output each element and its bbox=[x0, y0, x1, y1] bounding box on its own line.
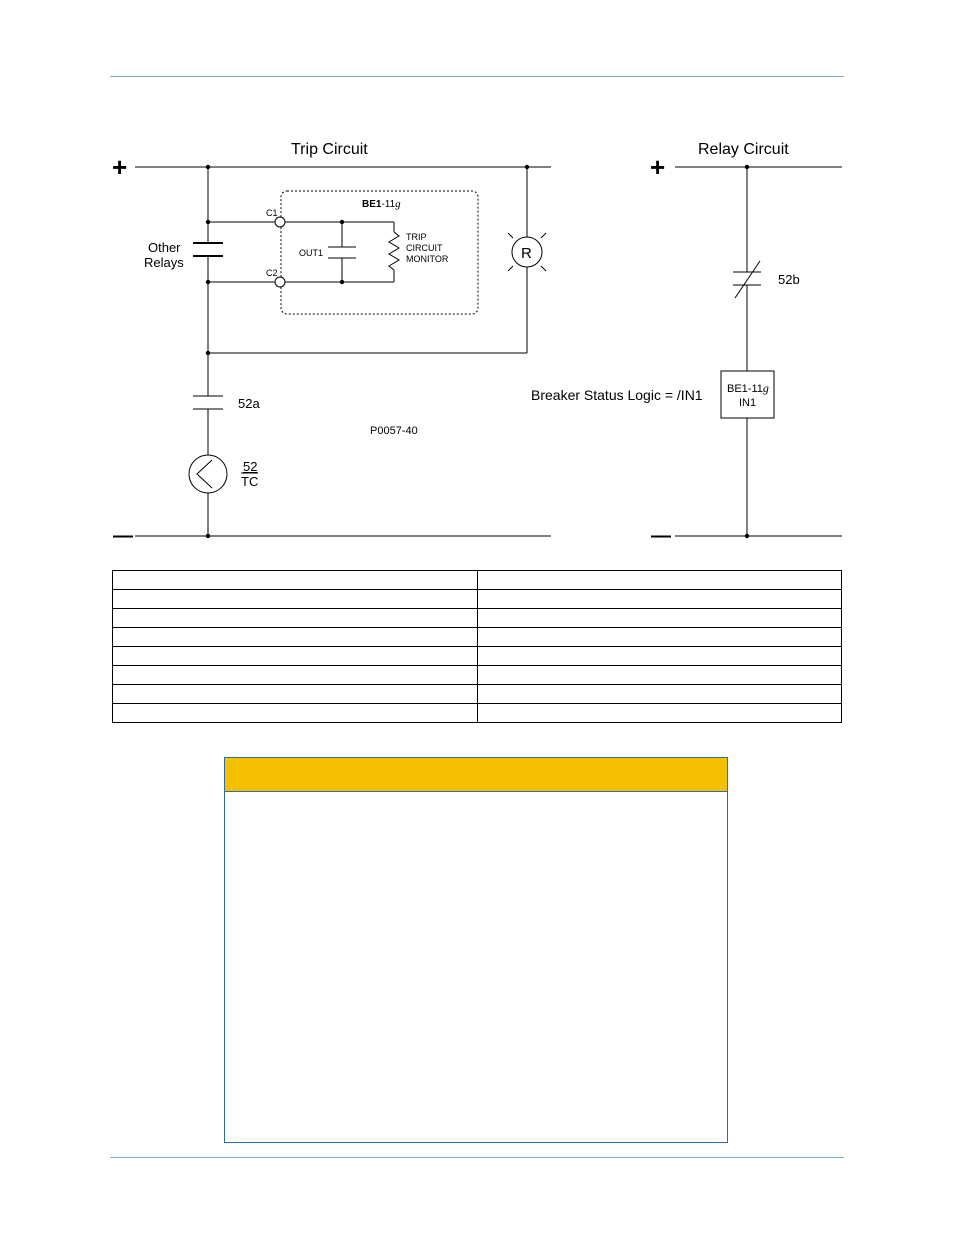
table-cell bbox=[112, 589, 478, 609]
figure-id: P0057-40 bbox=[370, 425, 418, 437]
table-cell bbox=[476, 608, 842, 628]
table-cell bbox=[112, 608, 478, 628]
relay-box-label-line1: BE1-11g bbox=[727, 381, 769, 395]
callout-box bbox=[224, 757, 728, 1143]
table-cell bbox=[476, 665, 842, 685]
table-row bbox=[112, 627, 842, 647]
out1-label: OUT1 bbox=[299, 248, 323, 258]
table-cell bbox=[476, 646, 842, 666]
table-cell bbox=[476, 570, 842, 590]
device-label: BE1-11g bbox=[362, 198, 401, 210]
coil-label-bottom: TC bbox=[241, 474, 258, 489]
table-cell bbox=[112, 646, 478, 666]
callout-header bbox=[225, 758, 727, 792]
contact-52b-label: 52b bbox=[778, 272, 800, 287]
table-row bbox=[112, 646, 842, 666]
relay-circuit-title: Relay Circuit bbox=[698, 141, 789, 158]
header-rule bbox=[110, 76, 844, 77]
table-cell bbox=[112, 684, 478, 704]
table-cell bbox=[112, 665, 478, 685]
table-cell bbox=[112, 570, 478, 590]
table-row bbox=[112, 570, 842, 590]
table-cell bbox=[476, 627, 842, 647]
table-cell bbox=[112, 703, 478, 723]
trip-plus-symbol: + bbox=[112, 152, 127, 182]
table-cell bbox=[476, 589, 842, 609]
table-row bbox=[112, 589, 842, 609]
table-cell bbox=[476, 703, 842, 723]
table-cell bbox=[476, 684, 842, 704]
table-row bbox=[112, 703, 842, 723]
tcm-label-line2: CIRCUIT bbox=[406, 243, 443, 253]
tcm-label-line1: TRIP bbox=[406, 232, 427, 242]
other-relays-label-line2: Relays bbox=[144, 255, 184, 270]
blank-table bbox=[112, 570, 842, 723]
breaker-status-logic-label: Breaker Status Logic = /IN1 bbox=[531, 387, 703, 403]
trip-circuit-diagram: Trip Circuit Relay Circuit + — + — Other… bbox=[112, 141, 842, 547]
trip-circuit-title: Trip Circuit bbox=[291, 141, 368, 158]
tcm-label-line3: MONITOR bbox=[406, 254, 449, 264]
c2-label: C2 bbox=[266, 268, 278, 278]
other-relays-label-line1: Other bbox=[148, 240, 181, 255]
contact-52a-label: 52a bbox=[238, 396, 260, 411]
lamp-letter: R bbox=[521, 245, 532, 262]
relay-box-label-line2: IN1 bbox=[739, 397, 756, 409]
relay-minus-symbol: — bbox=[651, 525, 671, 547]
footer-rule bbox=[110, 1157, 844, 1158]
coil-label-top: 52 bbox=[243, 459, 257, 474]
trip-minus-symbol: — bbox=[113, 525, 133, 547]
relay-plus-symbol: + bbox=[650, 152, 665, 182]
c1-label: C1 bbox=[266, 208, 278, 218]
table-row bbox=[112, 684, 842, 704]
table-row bbox=[112, 608, 842, 628]
table-cell bbox=[112, 627, 478, 647]
table-row bbox=[112, 665, 842, 685]
